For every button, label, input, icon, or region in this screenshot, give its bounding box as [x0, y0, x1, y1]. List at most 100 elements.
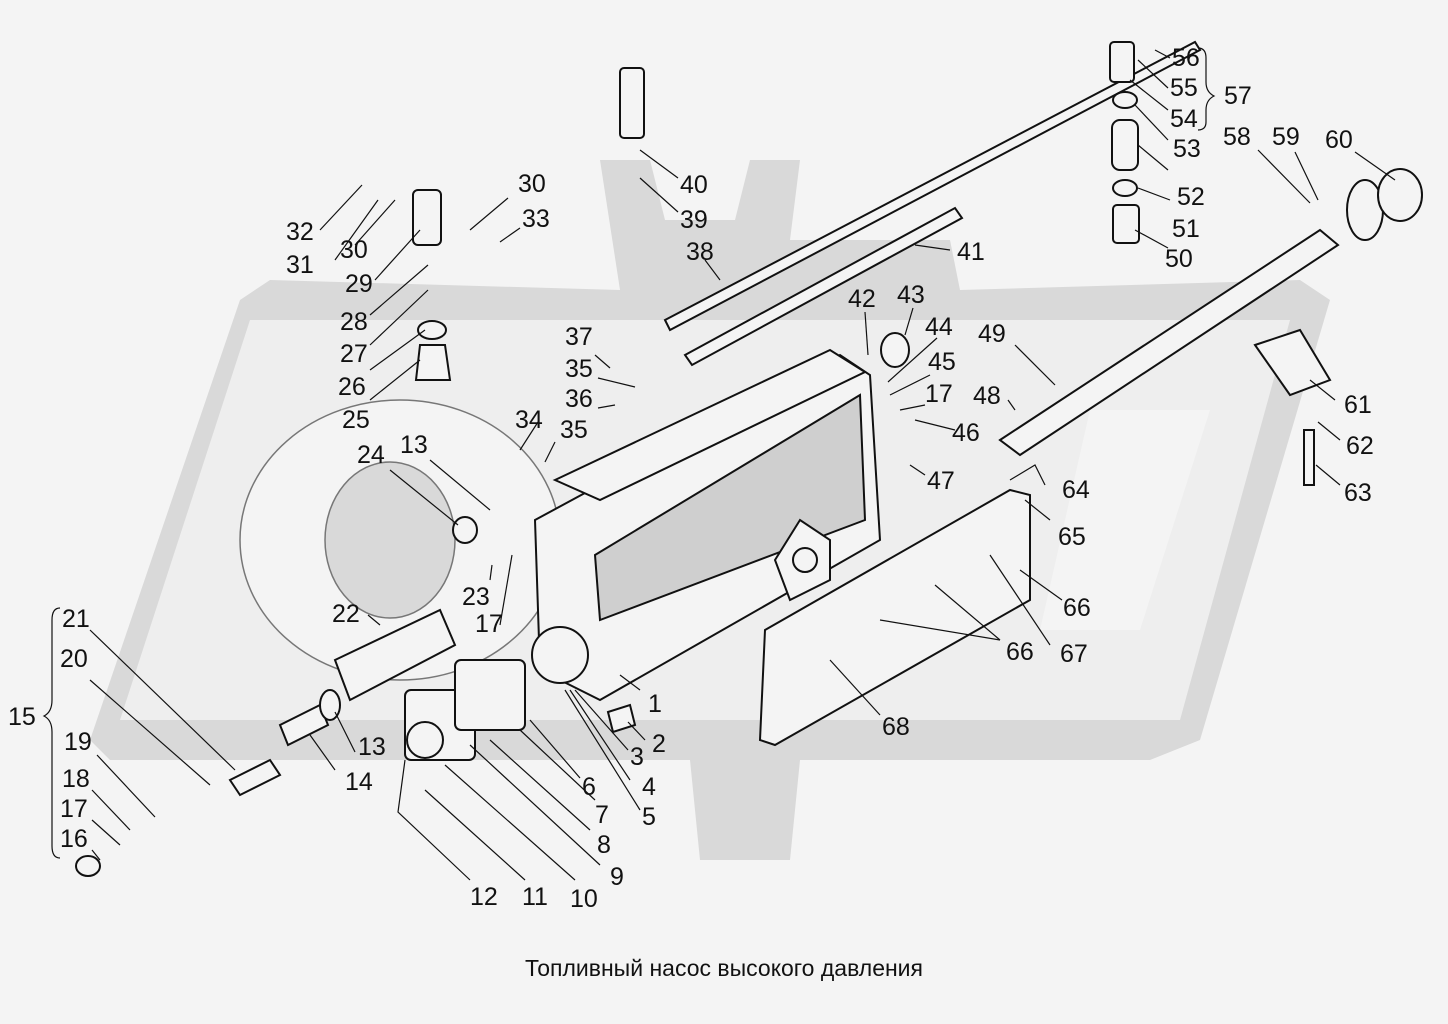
leader-line [889, 374, 931, 396]
part-label-25: 25 [342, 406, 370, 434]
leader-line [1257, 149, 1311, 204]
part-label-38: 38 [686, 238, 714, 266]
part-label-17-left: 17 [60, 795, 88, 823]
fitting-14 [278, 703, 330, 747]
part-label-48: 48 [973, 382, 1001, 410]
leader-line [89, 629, 236, 771]
part-label-23: 23 [462, 583, 490, 611]
leader-line [519, 421, 539, 451]
part-label-15: 15 [8, 703, 36, 731]
filter [333, 608, 457, 702]
leader-line [1134, 104, 1169, 141]
leader-line [489, 564, 493, 581]
leader-line [1294, 151, 1319, 201]
leader-line [499, 227, 521, 243]
leader-line [829, 659, 881, 716]
bolt [1303, 429, 1315, 486]
leader-line [367, 614, 381, 626]
part-label-30-right: 30 [518, 170, 546, 198]
leader-line [469, 744, 601, 866]
leader-line [934, 584, 1001, 641]
support-bracket [1253, 328, 1332, 397]
leader-line [1317, 421, 1341, 441]
part-label-40: 40 [680, 171, 708, 199]
part-label-62: 62 [1346, 432, 1374, 460]
leader-line [1129, 79, 1169, 111]
valve-housing [1109, 41, 1135, 83]
part-label-7: 7 [595, 801, 609, 829]
control-rack [663, 40, 1202, 332]
spring-seat [1112, 179, 1138, 197]
part-label-32: 32 [286, 218, 314, 246]
leader-line [574, 689, 629, 751]
part-label-65: 65 [1058, 523, 1086, 551]
leader-line [639, 177, 679, 213]
valve-spring [1111, 119, 1139, 171]
part-label-58: 58 [1223, 123, 1251, 151]
part-label-9: 9 [610, 863, 624, 891]
part-label-66-lower: 66 [1006, 638, 1034, 666]
part-label-68: 68 [882, 713, 910, 741]
leader-line [429, 459, 491, 511]
leader-line [1009, 464, 1046, 486]
leader-line [96, 754, 156, 818]
leader-line [489, 739, 591, 831]
leader-line [369, 289, 429, 346]
part-label-61: 61 [1344, 391, 1372, 419]
leader-line [1137, 187, 1171, 201]
part-label-28: 28 [340, 308, 368, 336]
part-label-8: 8 [597, 831, 611, 859]
part-label-34: 34 [515, 406, 543, 434]
camshaft [998, 228, 1340, 457]
drive-gear [531, 626, 589, 684]
leader-lines [42, 47, 1396, 881]
leader-line [1154, 49, 1171, 59]
leader-line [369, 359, 421, 401]
part-label-66-right: 66 [1063, 594, 1091, 622]
part-label-22: 22 [332, 600, 360, 628]
part-label-51: 51 [1172, 215, 1200, 243]
leader-line [369, 264, 429, 316]
leader-line [639, 149, 679, 179]
part-label-6: 6 [582, 773, 596, 801]
part-label-52: 52 [1177, 183, 1205, 211]
part-label-27: 27 [340, 340, 368, 368]
leader-line [704, 259, 721, 281]
side-cover [758, 488, 1031, 747]
part-label-19: 19 [64, 728, 92, 756]
part-label-21: 21 [62, 605, 90, 633]
pusher [1112, 204, 1140, 244]
part-label-24: 24 [357, 441, 385, 469]
part-label-42: 42 [848, 285, 876, 313]
part-label-2: 2 [652, 730, 666, 758]
part-label-53: 53 [1173, 135, 1201, 163]
part-label-37: 37 [565, 323, 593, 351]
part-label-36: 36 [565, 385, 593, 413]
leader-line [544, 441, 556, 463]
part-label-47: 47 [927, 467, 955, 495]
leader-line [904, 307, 914, 336]
part-label-11: 11 [522, 883, 548, 911]
part-label-26: 26 [338, 373, 366, 401]
part-label-12: 12 [470, 883, 498, 911]
group-brace [1197, 47, 1216, 131]
part-label-10: 10 [570, 885, 598, 913]
leader-line [1014, 344, 1056, 386]
part-label-5: 5 [642, 803, 656, 831]
leader-line [864, 311, 869, 356]
part-label-67: 67 [1060, 640, 1088, 668]
part-label-43: 43 [897, 281, 925, 309]
leader-line [1354, 151, 1396, 181]
part-label-50: 50 [1165, 245, 1193, 273]
part-label-39: 39 [680, 206, 708, 234]
leader-line [354, 199, 396, 246]
leader-line [1019, 569, 1063, 601]
plug-43 [880, 332, 910, 368]
leader-line [564, 689, 641, 811]
part-label-33: 33 [522, 205, 550, 233]
leader-line [389, 469, 459, 526]
leader-line [519, 729, 596, 801]
valve-body [412, 189, 442, 246]
leader-line [91, 819, 121, 846]
